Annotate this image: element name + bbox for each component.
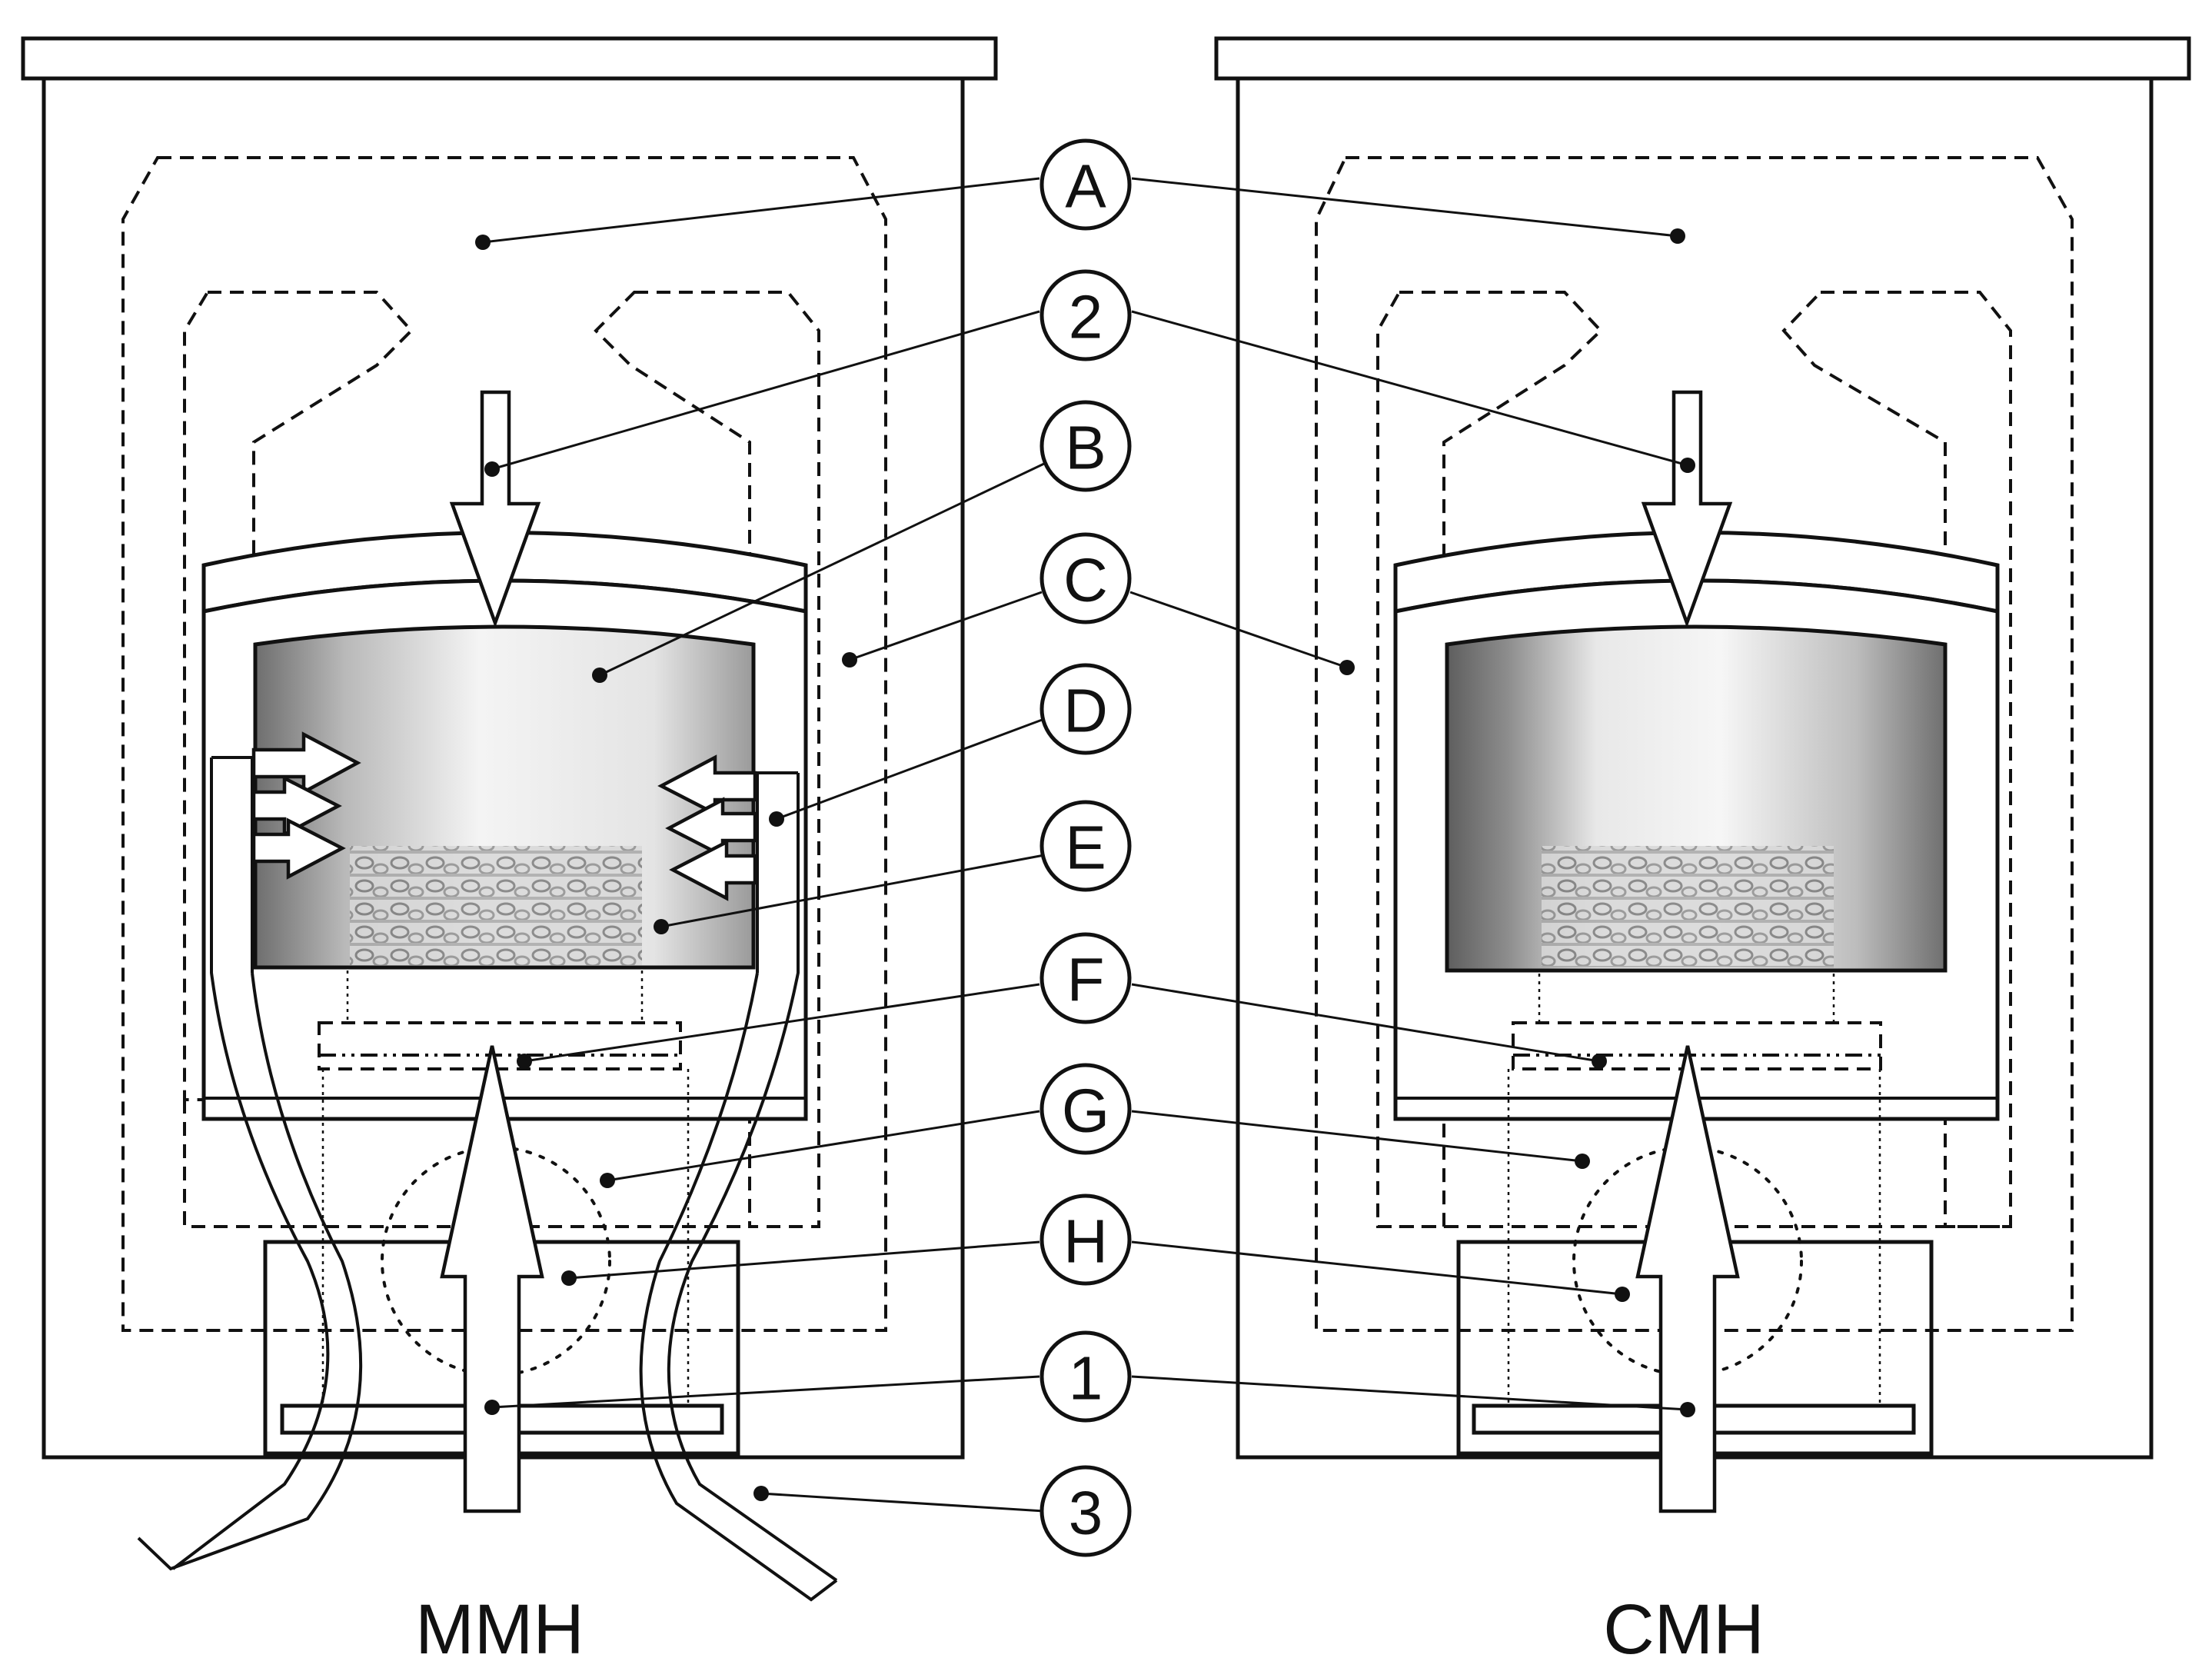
label-G: G: [1039, 1063, 1132, 1155]
curved-air-right-outer-mmh: [667, 773, 838, 1582]
point-3: [753, 1486, 769, 1501]
point-H-right: [1615, 1287, 1630, 1302]
primary-air-arrow-mmh: [440, 1045, 544, 1513]
label-D-text: D: [1063, 677, 1108, 745]
point-F-left: [517, 1054, 532, 1069]
label-G-text: G: [1062, 1077, 1109, 1145]
point-G-left: [600, 1173, 615, 1188]
point-G-right: [1575, 1154, 1590, 1169]
caption-mmh: MMH: [415, 1590, 584, 1669]
inner-jacket-mmh: [183, 291, 414, 1101]
label-1: 1: [1039, 1330, 1132, 1423]
point-F-right: [1592, 1054, 1607, 1069]
airflow-arrow-left-1-mmh: [251, 731, 361, 795]
label-2-text: 2: [1069, 283, 1103, 351]
grate-posts-cmh: [1538, 974, 1835, 1023]
curved-air-left-outer-mmh: [171, 757, 330, 1570]
label-E-text: E: [1065, 814, 1106, 882]
point-1-left: [484, 1400, 500, 1415]
point-1-right: [1680, 1402, 1695, 1417]
airflow-arrow-left-3-mmh: [251, 817, 346, 880]
primary-air-arrow-cmh: [1635, 1045, 1740, 1513]
label-D: D: [1039, 663, 1132, 755]
stove-mmh: [21, 36, 998, 1602]
label-A-text: A: [1065, 152, 1106, 221]
point-A-left: [475, 235, 491, 250]
caption-cmh: CMH: [1603, 1590, 1765, 1669]
ash-box-cmh: [1512, 1021, 1882, 1070]
point-E: [654, 919, 669, 934]
top-plate-mmh: [21, 36, 998, 81]
label-3: 3: [1039, 1465, 1132, 1557]
top-plate-cmh: [1214, 36, 2191, 81]
stove-cmh: [1214, 36, 2191, 1513]
airflow-arrow-left-2-mmh: [251, 775, 342, 837]
logs-cmh: [1542, 846, 1834, 967]
label-B: B: [1039, 400, 1132, 492]
outer-jacket-mmh: [121, 156, 887, 1332]
label-F-text: F: [1067, 946, 1105, 1014]
ash-box-mmh: [318, 1021, 682, 1070]
curved-air-left-inner-mmh: [137, 972, 363, 1571]
label-3-text: 3: [1069, 1479, 1103, 1547]
airflow-arrow-right-1-mmh: [657, 754, 757, 817]
label-A: A: [1039, 138, 1132, 231]
point-C-left: [842, 652, 857, 668]
inner-jacket-cmh: [1376, 291, 1603, 1228]
point-D: [769, 811, 784, 827]
label-H: H: [1039, 1194, 1132, 1286]
inner-jacket-bottom-mmh: [183, 1100, 750, 1228]
label-E: E: [1039, 800, 1132, 892]
label-B-text: B: [1065, 414, 1106, 482]
top-air-arrow-mmh: [449, 390, 541, 628]
point-A-right: [1670, 228, 1685, 244]
outer-jacket-cmh: [1315, 156, 2074, 1332]
airflow-arrow-right-2-mmh: [665, 797, 757, 859]
label-1-text: 1: [1069, 1344, 1103, 1413]
point-2-left: [484, 461, 500, 477]
point-C-right: [1339, 660, 1355, 675]
leader-lines: [475, 177, 1695, 1513]
point-H-left: [561, 1270, 577, 1286]
point-B: [592, 668, 607, 683]
airflow-arrow-right-3-mmh: [669, 839, 757, 901]
label-C: C: [1039, 532, 1132, 624]
side-channel-right-mmh: [756, 771, 798, 973]
top-air-arrow-cmh: [1641, 390, 1733, 628]
label-F: F: [1039, 932, 1132, 1024]
logs-mmh: [350, 846, 642, 965]
point-2-right: [1680, 458, 1695, 473]
grate-posts-mmh: [346, 971, 644, 1023]
label-C-text: C: [1063, 546, 1108, 614]
curved-air-right-inner-mmh: [639, 972, 838, 1602]
label-H-text: H: [1063, 1207, 1108, 1276]
label-2: 2: [1039, 269, 1132, 361]
